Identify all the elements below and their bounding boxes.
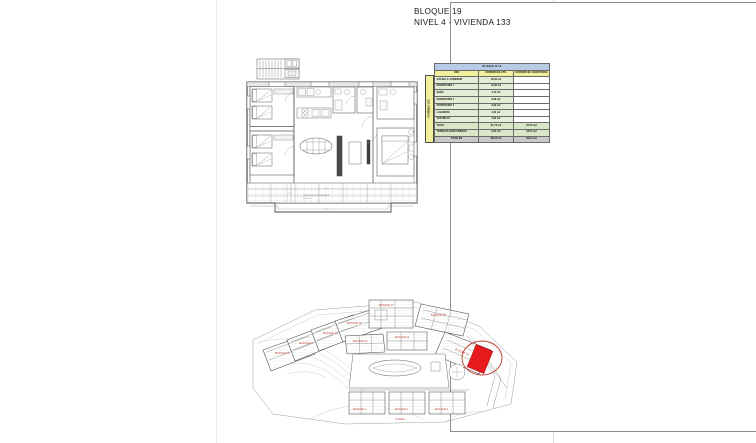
row-uso: DORMITORIO 2 (434, 95, 479, 104)
site-plan: BLOQUE 13 BLOQUE 14 BLOQUE 15 BLOQUE 16 … (249, 292, 524, 429)
totales-construida: 99,54 m2 (513, 135, 550, 144)
row-util: 2,00 m2 (478, 109, 514, 117)
site-block-label: BLOQUE 16 (347, 321, 362, 325)
svg-text:4,20: 4,20 (325, 209, 330, 211)
row-uso: BAÑO (434, 89, 479, 97)
site-block-label: BLOQUE 2 (395, 407, 409, 411)
svg-text:9,60 m2: 9,60 m2 (303, 198, 312, 200)
table-row: DORMITORIO 1 12,86 m2 (434, 82, 550, 91)
site-block-label: BLOQUE 11 (395, 335, 410, 339)
site-block-label: BLOQUE 17 (379, 303, 394, 307)
site-road-label: C/ ROSA (395, 418, 405, 421)
row-util: 2,60 m2 (478, 115, 514, 124)
table-side-label-text: VIVIENDA 133 (428, 99, 431, 119)
row-construida (513, 102, 550, 111)
table-totales-row: TOTALES 88,43 m2 99,54 m2 (434, 135, 550, 144)
row-util: 8,68 m2 (478, 95, 514, 104)
table-row: DORMITORIO 3 8,60 m2 (434, 102, 550, 111)
total-construida: 91,56 m2 (513, 122, 550, 130)
table-row: VESTIBULO 2,60 m2 (434, 115, 550, 124)
table-row: BAÑO 3,47 m2 (434, 89, 550, 97)
row-uso: LAVADERO (434, 109, 479, 117)
terrace-annotation: TERRAZA DESCUBIERTA (303, 194, 330, 197)
site-block-label: BLOQUE 15 (323, 331, 338, 335)
table-side-label: VIVIENDA 133 (425, 74, 434, 144)
row-uso: DORMITORIO 1 (434, 82, 479, 91)
table-row: LAVADERO 2,00 m2 (434, 109, 550, 117)
title-block: BLOQUE 19 NIVEL 4 - VIVIENDA 133 (414, 7, 511, 28)
surface-area-table: VIVIENDA 133 BLOQUE B-19 USO SUPERFICIE … (425, 63, 550, 144)
table-terrace-row: TERRAZA DESCUBIERTA 9,60 m2 18,52 m2 (434, 128, 550, 137)
terrace-construida: 18,52 m2 (513, 128, 550, 137)
row-construida (513, 82, 550, 91)
terrace-util: 9,60 m2 (478, 128, 514, 137)
terrace-uso: TERRAZA DESCUBIERTA (434, 128, 479, 137)
row-util: 8,60 m2 (478, 102, 514, 111)
site-block-label: BLOQUE 1 (353, 407, 367, 411)
row-util: 12,86 m2 (478, 82, 514, 91)
totales-util: 88,43 m2 (478, 135, 514, 144)
table-bloque-header: BLOQUE B-19 (434, 63, 550, 71)
total-uso: TOTAL (434, 122, 479, 130)
site-block-label: BLOQUE 3 (435, 407, 449, 411)
row-construida (513, 89, 550, 97)
row-util: 3,47 m2 (478, 89, 514, 97)
site-block-label: BLOQUE 19 (455, 347, 470, 356)
totales-uso: TOTALES (434, 135, 479, 144)
floor-plan: TERRAZA DESCUBIERTA 9,60 m2 4,20 7,10 (241, 56, 423, 228)
table-column-header-row: USO SUPERFICIE UTIL SUPERFICIE CONSTRUID… (434, 69, 550, 78)
row-construida (513, 95, 550, 104)
table-row: COCINA-S. COMEDOR 33,00 m2 (434, 76, 550, 84)
svg-text:7,10: 7,10 (325, 188, 330, 190)
col-header-superficie-util: SUPERFICIE UTIL (478, 69, 514, 78)
row-uso: VESTIBULO (434, 115, 479, 124)
title-line-bloque: BLOQUE 19 (414, 7, 462, 16)
row-construida (513, 115, 550, 124)
row-construida (513, 76, 550, 84)
table-total-row: TOTAL 81,73 m2 91,56 m2 (434, 122, 550, 130)
col-header-superficie-construida: SUPERFICIE CONSTRUIDA (513, 69, 550, 78)
highlighted-unit-marker (466, 344, 494, 374)
site-block-label: BLOQUE 14 (299, 341, 314, 345)
total-util: 81,73 m2 (478, 122, 514, 130)
site-highlight-bloque-19 (461, 340, 503, 376)
row-construida (513, 109, 550, 117)
row-uso: DORMITORIO 3 (434, 102, 479, 111)
site-block-label: BLOQUE 13 (275, 351, 290, 355)
title-line-nivel: NIVEL 4 - VIVIENDA 133 (414, 17, 511, 27)
row-util: 33,00 m2 (478, 76, 514, 84)
table-row: DORMITORIO 2 8,68 m2 (434, 95, 550, 104)
highlight-circle (461, 340, 503, 376)
col-header-uso: USO (434, 69, 479, 78)
row-uso: COCINA-S. COMEDOR (434, 76, 479, 84)
site-block-label: BLOQUE 18 (431, 313, 446, 317)
site-block-label: BLOQUE 12 (353, 339, 368, 343)
table-bloque-header-row: BLOQUE B-19 (434, 63, 550, 71)
